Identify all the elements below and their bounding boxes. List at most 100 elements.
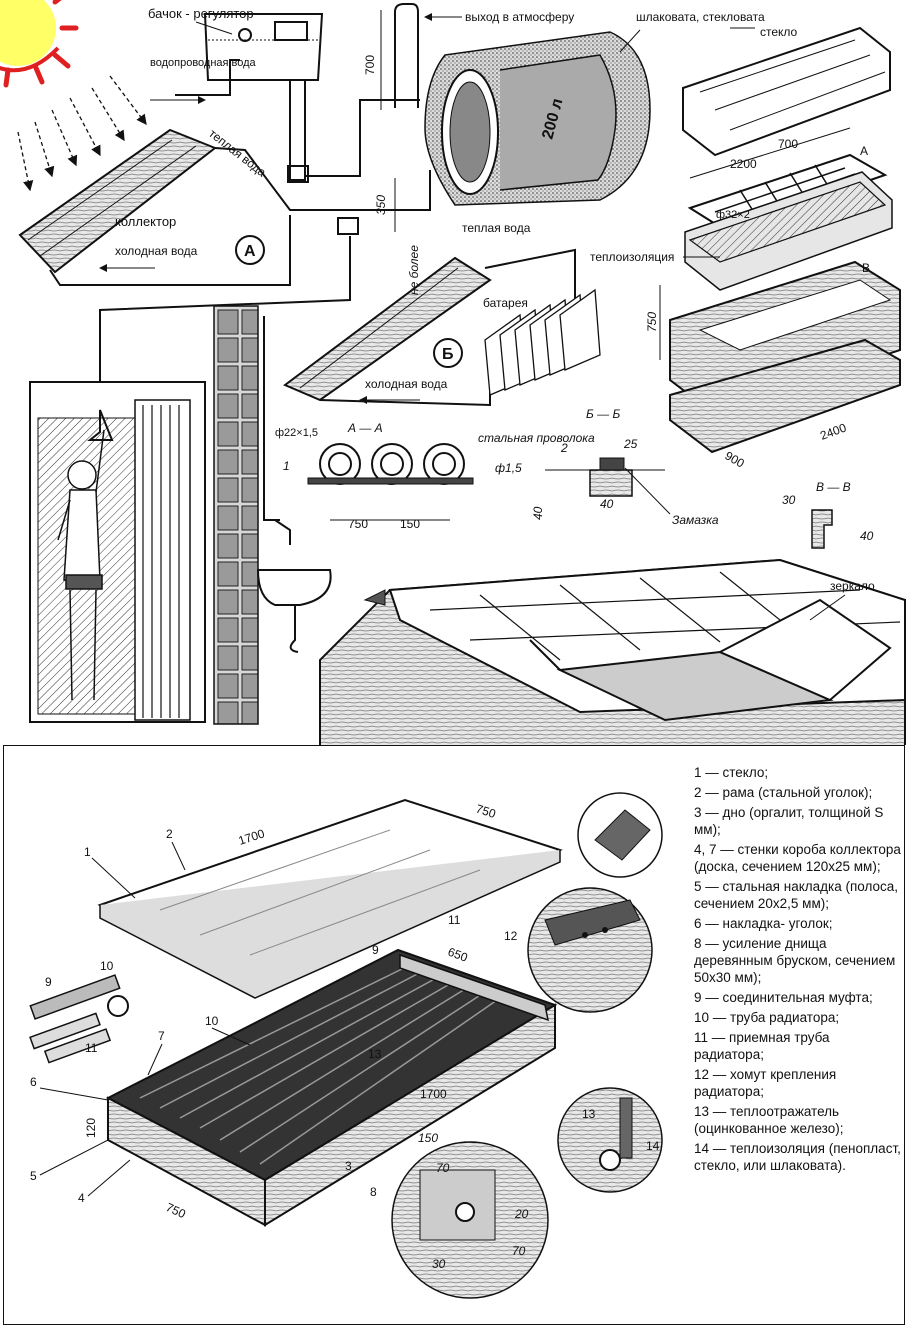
callout-4: 4 <box>78 1191 85 1205</box>
callout-5: 5 <box>30 1169 37 1183</box>
label-glass: стекло <box>760 25 798 39</box>
dim-30-vv: 30 <box>782 493 796 507</box>
callout-2: 2 <box>166 827 173 841</box>
dim-750-box: 750 <box>645 312 659 332</box>
callout-3: 3 <box>345 1159 352 1173</box>
collector-body <box>105 948 558 1227</box>
battery-radiator <box>484 288 601 396</box>
dim-20: 20 <box>514 1207 529 1221</box>
legend-item: 13 — теплоотражатель (оцинкованное желез… <box>694 1104 844 1136</box>
brick-wall <box>213 305 259 725</box>
corner-detail-1 <box>577 792 663 878</box>
label-atmosphere-out: выход в атмосферу <box>465 10 574 24</box>
legend-item: 10 — труба радиатора; <box>694 1010 840 1025</box>
callout-11-detail: 11 <box>85 1041 98 1055</box>
legend-item: 5 — стальная накладка (полоса, сечением … <box>694 879 899 911</box>
dim-120: 120 <box>84 1118 98 1138</box>
legend-item: 11 — приемная труба радиатора; <box>694 1030 830 1062</box>
collector-box-exploded <box>669 26 901 454</box>
legend-item: 2 — рама (стальной уголок); <box>694 785 873 800</box>
callout-6: 6 <box>30 1075 37 1089</box>
dim-30: 30 <box>432 1257 446 1271</box>
label-section-bb: Б — Б <box>586 407 620 421</box>
svg-text:Б: Б <box>442 346 454 363</box>
callout-7: 7 <box>158 1029 165 1043</box>
dim-2: 2 <box>560 441 568 455</box>
regulator-tank <box>203 13 324 81</box>
sun-icon <box>0 0 79 88</box>
circle-b-marker: Б <box>433 338 463 368</box>
label-not-more: не более <box>407 245 421 295</box>
callout-10: 10 <box>205 1014 219 1028</box>
legend-item: 12 — хомут крепления радиатора; <box>694 1067 837 1099</box>
dim-150-sec: 150 <box>400 517 420 531</box>
bottom-panel-frame <box>3 745 905 1325</box>
label-section-aa: А — А <box>347 421 383 435</box>
collector-b <box>283 248 601 407</box>
dim-70: 70 <box>436 1161 450 1175</box>
label-thermal-insulation: теплоизоляция <box>590 250 674 264</box>
dim-650: 650 <box>446 945 470 965</box>
house-roof <box>319 558 906 745</box>
dim-25: 25 <box>623 437 638 451</box>
section-aa-pipes <box>307 443 474 485</box>
callout-14: 14 <box>646 1139 660 1153</box>
label-collector: коллектор <box>115 214 176 229</box>
dim-700-box: 700 <box>778 137 798 151</box>
fastener-detail <box>557 1087 663 1193</box>
storage-tank: 200 л <box>424 31 651 206</box>
glass-pane <box>97 798 563 999</box>
label-putty: Замазка <box>672 513 719 527</box>
label-tap-water: водопроводная вода <box>150 57 257 69</box>
legend-list: 1 — стекло; 2 — рама (стальной уголок); … <box>694 764 902 1177</box>
legend-item: 9 — соединительная муфта; <box>694 990 873 1005</box>
bottom-reinforcement-detail <box>391 1141 549 1299</box>
dim-1: 1 <box>283 459 290 473</box>
callout-numbers: 1 2 3 4 5 6 7 8 9 9 10 10 11 11 12 13 13… <box>30 827 660 1205</box>
label-warm-water-1: теплая вода <box>206 126 269 179</box>
callout-9-detail: 9 <box>45 975 52 989</box>
sun-rays <box>17 75 147 192</box>
label-battery: батарея <box>483 296 528 310</box>
label-insulation-slag: шлаковата, стекловата <box>636 10 765 24</box>
dim-1700-bot: 1700 <box>420 1087 447 1101</box>
dim-a-mark: А <box>860 144 868 158</box>
label-mirror: зеркало <box>830 579 875 593</box>
dim-2400: 2400 <box>818 420 848 442</box>
callout-10-detail: 10 <box>100 959 114 973</box>
coupling-detail <box>29 974 129 1064</box>
label-cold-water-1: холодная вода <box>115 244 198 258</box>
dim-750-top: 750 <box>474 802 498 822</box>
legend-item: 1 — стекло; <box>694 765 769 780</box>
dim-40-vv: 40 <box>860 529 874 543</box>
sink <box>256 519 332 653</box>
svg-text:А: А <box>244 243 256 260</box>
dim-70b: 70 <box>512 1244 526 1258</box>
label-steel-wire: стальная проволока <box>478 431 595 445</box>
callout-1: 1 <box>84 845 91 859</box>
dim-b-mark: В <box>862 261 870 275</box>
dim-750-sec: 750 <box>348 517 368 531</box>
section-bb-profile <box>545 457 665 497</box>
dim-700-top: 700 <box>363 55 377 75</box>
section-vv-profile <box>811 509 833 549</box>
legend-item: 6 — накладка- уголок; <box>694 916 833 931</box>
label-section-vv: В — В <box>816 480 851 494</box>
circle-a-marker: А <box>235 235 265 265</box>
legend-item: 3 — дно (оргалит, толщиной S мм); <box>694 805 884 837</box>
label-cold-water-2: холодная вода <box>365 377 448 391</box>
pipes-a <box>49 80 431 400</box>
dim-2200: 2200 <box>730 157 757 171</box>
callout-13: 13 <box>368 1047 382 1061</box>
dim-150: 150 <box>418 1131 438 1145</box>
callout-12: 12 <box>504 929 518 943</box>
dim-pipe22: ф22×1,5 <box>275 427 318 439</box>
callout-9: 9 <box>372 943 379 957</box>
callout-11: 11 <box>448 913 461 927</box>
dim-pipe32: ф32×2 <box>716 209 750 221</box>
dim-40-side: 40 <box>531 506 545 520</box>
dim-350: 350 <box>374 195 388 215</box>
callout-8: 8 <box>370 1185 377 1199</box>
dim-40-bb: 40 <box>600 497 614 511</box>
